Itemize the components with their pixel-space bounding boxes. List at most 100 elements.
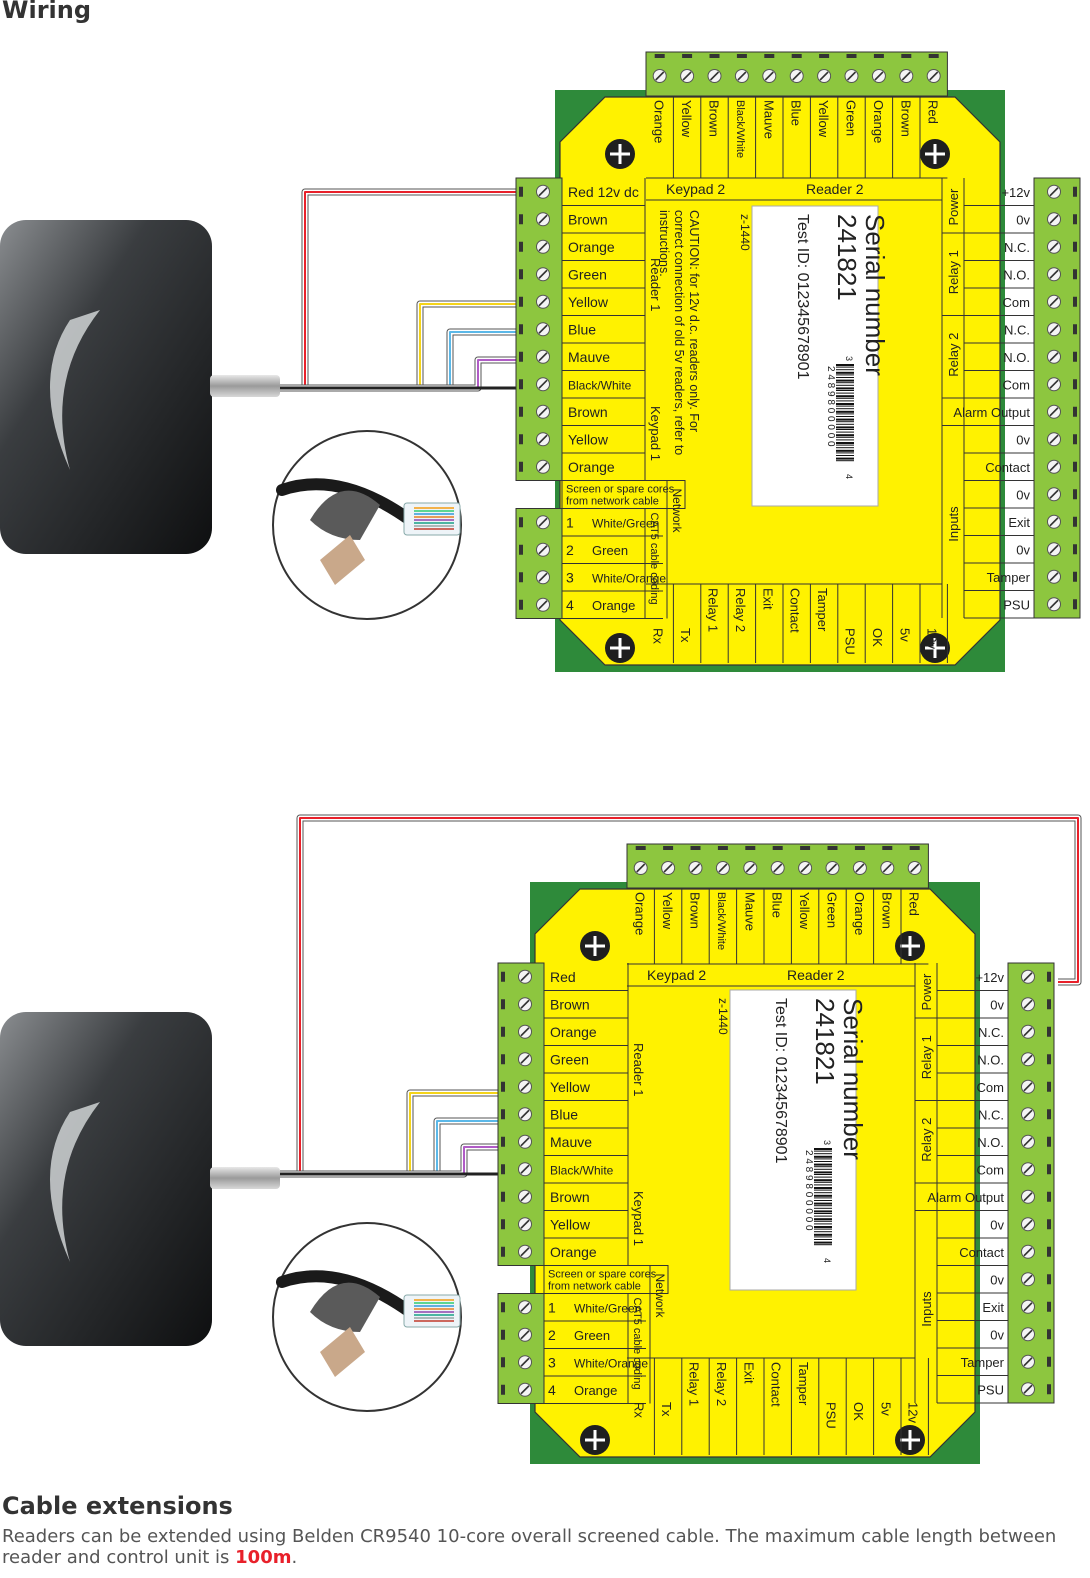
barcode-bar — [836, 379, 854, 382]
screen-label-box — [561, 480, 686, 509]
top-terminal-tab — [800, 846, 811, 850]
cat5-label: CAT5 cable coding — [648, 513, 660, 605]
barcode-bar — [814, 1174, 832, 1175]
left-label-8: Brown — [568, 404, 608, 420]
top-label-5: Blue — [770, 892, 785, 918]
extension-text-after: . — [291, 1547, 298, 1568]
right-label-8: Alarm Output — [927, 1190, 1004, 1205]
top-label-7: Green — [844, 100, 859, 136]
wire-yellow-gap — [280, 301, 520, 391]
top-terminal-screw-slot — [846, 71, 857, 81]
right-terminal-tab — [1047, 1246, 1051, 1257]
right-terminal-screw-slot — [1023, 1027, 1033, 1037]
left-label-0: Red 12v dc — [568, 184, 639, 200]
extended-group: RedBrownOrangeGreenYellowBlueMauveBlack/… — [0, 843, 1055, 1464]
barcode-bar — [836, 416, 854, 417]
right-terminal-tab — [1047, 1329, 1051, 1340]
barcode-bar — [836, 405, 854, 407]
barcode-bar — [836, 408, 854, 410]
network-colour-3: Orange — [592, 598, 635, 613]
network-label: Network — [653, 1274, 667, 1319]
left-label-5: Blue — [550, 1106, 578, 1122]
right-terminal-screw-slot — [1023, 999, 1033, 1009]
right-terminal-tab — [1073, 269, 1077, 280]
right-label-6: N.O. — [1003, 350, 1030, 365]
top-terminal-screw-slot — [827, 863, 838, 873]
barcode-bar — [836, 423, 854, 425]
top-terminal-tab — [901, 54, 912, 58]
network-number-0: 1 — [566, 514, 574, 530]
left-terminal-block-tab — [519, 269, 523, 280]
reader1-label: Reader 1 — [648, 258, 663, 311]
top-terminal-tab — [791, 54, 802, 58]
right-terminal-screw-slot — [1023, 1137, 1033, 1147]
bottom-label-0: Rx — [651, 628, 666, 644]
right-terminal-tab — [1047, 1164, 1051, 1175]
barcode-bar — [814, 1220, 832, 1222]
right-terminal-tab — [1073, 379, 1077, 390]
left-terminal-block-tab — [501, 1054, 505, 1065]
network-terminal-block-screw-slot — [538, 545, 548, 555]
top-terminal-tab — [764, 54, 775, 58]
barcode-bar — [836, 395, 854, 398]
network-terminal-block-tab — [519, 544, 523, 555]
right-terminal-tab — [1047, 971, 1051, 982]
top-terminal-screw-slot — [792, 71, 802, 81]
proximity-reader — [0, 220, 212, 554]
barcode-bar — [814, 1168, 832, 1170]
left-terminal-block-screw-slot — [538, 187, 548, 197]
bottom-label-0: Rx — [632, 1402, 647, 1418]
top-label-6: Yellow — [816, 100, 831, 138]
right-label-11: 0v — [990, 1272, 1004, 1287]
left-terminal-block-tab — [501, 1191, 505, 1202]
left-label-10: Orange — [568, 459, 615, 475]
cat5-label: CAT5 cable coding — [631, 1298, 643, 1390]
left-terminal-block-tab — [519, 379, 523, 390]
right-terminal-screw-slot — [1049, 187, 1059, 197]
top-terminal-screw-slot — [819, 71, 829, 81]
right-terminal-screw-slot — [1023, 1384, 1033, 1394]
right-terminal-screw-slot — [1049, 572, 1059, 582]
left-label-9: Yellow — [568, 431, 609, 447]
z-code: z-1440 — [716, 998, 730, 1035]
right-terminal-tab — [1047, 1274, 1051, 1285]
serial-label — [751, 205, 879, 507]
network-colour-1: Green — [574, 1328, 610, 1343]
network-number-2: 3 — [548, 1354, 556, 1370]
barcode-bar — [814, 1215, 832, 1217]
right-label-5: N.C. — [1004, 322, 1030, 337]
top-label-3: Black/White — [715, 892, 727, 950]
left-terminal-block-tab — [501, 1109, 505, 1120]
left-terminal-block-tab — [501, 999, 505, 1010]
top-terminal-tab — [928, 54, 939, 58]
left-terminal-block-screw-slot — [520, 1164, 530, 1174]
right-group-2: Relay 2 — [919, 1118, 934, 1162]
wire-mauve — [280, 359, 520, 389]
right-terminal-screw-slot — [1049, 297, 1059, 307]
z-code: z-1440 — [738, 214, 752, 251]
top-terminal-tab — [736, 54, 747, 58]
top-terminal-tab — [635, 846, 646, 850]
right-terminal-tab — [1047, 1026, 1051, 1037]
max-length-highlight: 100m — [235, 1547, 292, 1568]
left-terminal-block-screw-slot — [520, 1109, 530, 1119]
top-label-9: Brown — [898, 100, 913, 137]
right-terminal-screw-slot — [1023, 1109, 1033, 1119]
top-terminal-tab — [846, 54, 857, 58]
left-terminal-block-tab — [519, 461, 523, 472]
network-terminal-block-screw-slot — [538, 517, 548, 527]
barcode-bar — [814, 1194, 832, 1197]
right-label-12: Exit — [1008, 515, 1030, 530]
right-label-9: 0v — [990, 1217, 1004, 1232]
bottom-label-9: 5v — [897, 628, 912, 642]
right-label-3: N.O. — [977, 1052, 1004, 1067]
network-terminal-block-tab — [519, 599, 523, 610]
barcode-right-digit: 4 — [822, 1258, 832, 1263]
bottom-label-10: 12v — [925, 628, 940, 649]
right-terminal-screw-slot — [1023, 1329, 1033, 1339]
top-terminal-tab — [882, 846, 893, 850]
wire-yellow-outline — [280, 300, 520, 392]
network-terminal-block-tab — [519, 517, 523, 528]
barcode-bar — [836, 457, 854, 460]
right-group-1: Relay 1 — [946, 250, 961, 294]
